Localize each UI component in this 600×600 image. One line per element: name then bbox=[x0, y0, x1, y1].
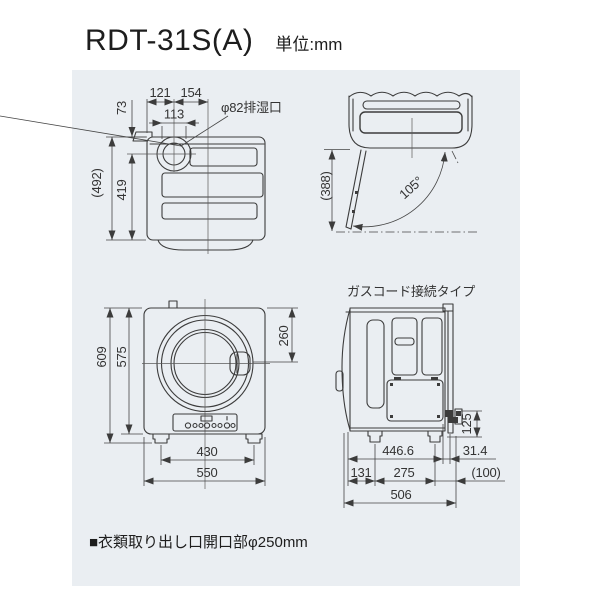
dim-430: 430 bbox=[196, 444, 217, 459]
opening-note: ■衣類取り出し口開口部φ250mm bbox=[89, 534, 308, 551]
side-view-label: ガスコード接続タイプ bbox=[347, 284, 475, 299]
top-view-drawing: 121 154 113 73 (492) 419 φ82排湿口 bbox=[0, 85, 282, 254]
dim-506: 506 bbox=[390, 487, 411, 502]
door-opening-rect bbox=[359, 111, 463, 134]
dim-419: 419 bbox=[114, 179, 129, 200]
front-slot bbox=[362, 100, 461, 110]
top-view-body-outline bbox=[146, 136, 266, 241]
dim-100: (100) bbox=[471, 465, 500, 480]
dim-446-6: 446.6 bbox=[382, 443, 414, 458]
gas-access-panel bbox=[386, 379, 444, 422]
side-foot-rear bbox=[427, 430, 443, 443]
side-vent-tall bbox=[366, 319, 385, 409]
control-display bbox=[200, 415, 213, 422]
side-door-handle bbox=[335, 370, 344, 392]
top-vent-2 bbox=[161, 172, 264, 198]
dim-388: (388) bbox=[318, 171, 333, 200]
dim-73: 73 bbox=[114, 101, 129, 115]
open-door-tip bbox=[345, 226, 352, 230]
rear-bracket bbox=[447, 310, 454, 434]
closed-position-ref bbox=[451, 150, 459, 164]
gas-fitting-1 bbox=[445, 410, 453, 417]
side-body-outline bbox=[349, 307, 446, 432]
dim-609: 609 bbox=[94, 346, 109, 367]
side-view-drawing: ガスコード接続タイプ bbox=[335, 284, 505, 508]
control-panel bbox=[172, 413, 238, 432]
dim-154: 154 bbox=[180, 85, 201, 100]
front-foot-left bbox=[152, 433, 170, 444]
body-lower-outline bbox=[348, 95, 473, 149]
door-mark-2 bbox=[352, 210, 355, 213]
gas-connector-port bbox=[456, 411, 461, 416]
door-swing-arc bbox=[352, 151, 448, 231]
front-foot-right bbox=[245, 433, 263, 444]
gas-fitting-2 bbox=[448, 417, 458, 423]
side-vent-right bbox=[421, 317, 443, 376]
dim-131: 131 bbox=[350, 465, 371, 480]
dim-125: 125 bbox=[459, 413, 474, 434]
front-panel-bulge bbox=[341, 308, 351, 431]
side-vent-mid bbox=[391, 317, 418, 376]
gas-connector bbox=[454, 408, 463, 425]
top-left-tab bbox=[132, 131, 153, 142]
top-view-dimensions: 121 154 113 73 (492) 419 φ82排湿口 bbox=[0, 85, 282, 241]
dim-260: 260 bbox=[276, 325, 291, 346]
front-bulge-arc bbox=[157, 239, 254, 251]
exhaust-port-label: φ82排湿口 bbox=[221, 100, 282, 115]
door-view-dimensions: (388) 105° bbox=[318, 149, 426, 231]
panel-tab-2 bbox=[431, 377, 438, 380]
dim-550: 550 bbox=[196, 465, 217, 480]
front-view-drawing: 609 575 260 430 550 bbox=[94, 299, 298, 489]
panel-screws bbox=[390, 383, 440, 418]
dim-575: 575 bbox=[114, 346, 129, 367]
body-break-wave bbox=[348, 91, 473, 98]
dim-31-4: 31.4 bbox=[463, 443, 488, 458]
unit-label: 単位:mm bbox=[275, 35, 343, 54]
panel-tab-1 bbox=[394, 377, 401, 380]
page-title: RDT-31S(A) bbox=[85, 24, 254, 57]
top-vent-3 bbox=[161, 202, 258, 220]
front-body-outline bbox=[143, 307, 266, 435]
dim-113: 113 bbox=[164, 107, 184, 122]
door-mark-1 bbox=[355, 191, 358, 194]
side-vent-slot bbox=[394, 337, 415, 346]
dim-492: (492) bbox=[89, 168, 104, 197]
door-open-view-drawing: (388) 105° bbox=[318, 91, 478, 233]
front-view-dimensions: 609 575 260 430 550 bbox=[94, 307, 298, 486]
side-view-dimensions: 446.6 31.4 131 275 (100) 506 125 bbox=[343, 410, 505, 508]
exhaust-bump bbox=[168, 300, 178, 309]
header: RDT-31S(A) 単位:mm bbox=[85, 24, 342, 58]
control-buttons bbox=[184, 415, 236, 429]
dim-121: 121 bbox=[149, 85, 170, 100]
top-vent-1 bbox=[189, 147, 258, 167]
side-foot-front bbox=[367, 430, 383, 443]
dim-275: 275 bbox=[393, 465, 414, 480]
dim-105-degrees: 105° bbox=[396, 173, 425, 202]
door-handle bbox=[229, 351, 251, 376]
